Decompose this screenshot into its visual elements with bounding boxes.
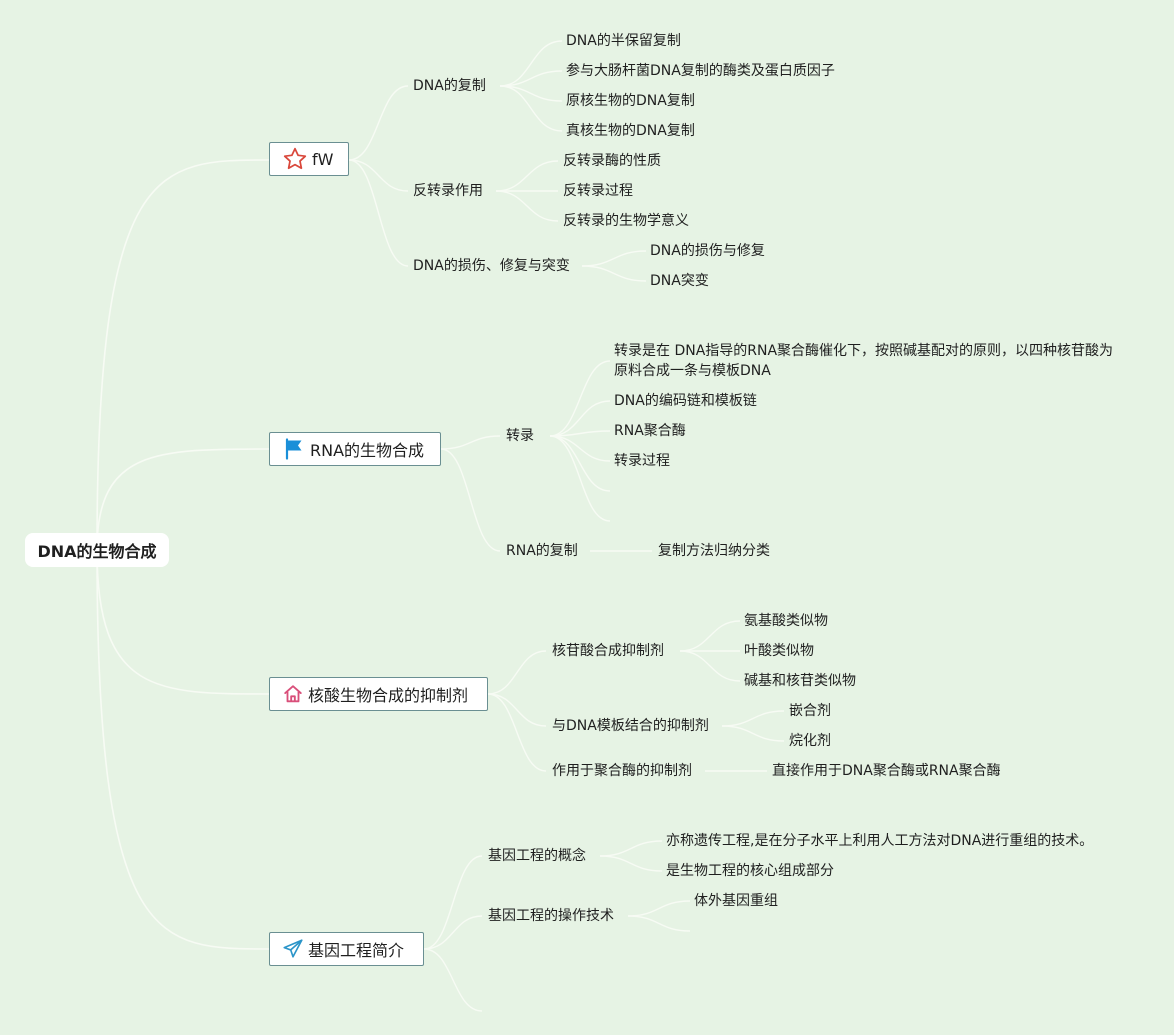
sub-topic[interactable]: 基因工程的概念: [488, 848, 586, 864]
leaf-topic[interactable]: 是生物工程的核心组成部分: [666, 863, 834, 879]
leaf-topic[interactable]: DNA的损伤与修复: [650, 243, 765, 259]
leaf-connector: [549, 435, 611, 522]
branch-connector: [423, 948, 483, 1012]
leaf-connector: [549, 360, 611, 437]
leaf-topic[interactable]: 直接作用于DNA聚合酶或RNA聚合酶: [772, 763, 1001, 779]
leaf-topic[interactable]: 反转录酶的性质: [563, 153, 661, 169]
branch-label: RNA的生物合成: [310, 441, 425, 460]
branch-node-inhibitors[interactable]: 核酸生物合成的抑制剂: [269, 677, 488, 711]
branch-connector: [348, 85, 409, 161]
branch-connector: [487, 650, 547, 695]
leaf-topic[interactable]: 烷化剂: [789, 733, 831, 749]
branch-connector: [440, 435, 501, 450]
branch-label: 核酸生物合成的抑制剂: [308, 686, 469, 705]
sub-topic[interactable]: 反转录作用: [413, 183, 483, 199]
flag-icon: [285, 438, 302, 460]
branch-label: 基因工程简介: [308, 941, 405, 960]
leaf-topic[interactable]: DNA突变: [650, 273, 709, 289]
sub-topic[interactable]: 作用于聚合酶的抑制剂: [552, 763, 692, 779]
root-connector: [96, 549, 270, 695]
leaf-connector: [495, 160, 559, 192]
leaf-connector: [499, 70, 563, 87]
leaf-topic[interactable]: 碱基和核苷类似物: [744, 673, 856, 689]
leaf-connector: [599, 840, 663, 857]
leaf-connector: [495, 190, 559, 222]
branch-connector: [348, 159, 409, 267]
leaf-topic[interactable]: RNA聚合酶: [614, 423, 686, 439]
sub-topic[interactable]: DNA的复制: [413, 78, 486, 94]
leaf-topic[interactable]: 参与大肠杆菌DNA复制的酶类及蛋白质因子: [566, 63, 835, 79]
root-connector: [96, 159, 270, 551]
leaf-connector: [627, 915, 691, 932]
root-node[interactable]: DNA的生物合成: [25, 533, 169, 567]
sub-topic[interactable]: 转录: [506, 428, 534, 444]
leaf-connector: [549, 400, 611, 437]
branch-connector: [487, 693, 547, 772]
leaf-topic[interactable]: 反转录的生物学意义: [563, 213, 689, 229]
star-icon: [283, 147, 307, 170]
leaf-connector: [581, 265, 647, 282]
leaf-connector: [499, 85, 563, 132]
leaf-connector: [581, 250, 647, 267]
branch-connector: [348, 159, 409, 192]
branch-connector: [440, 448, 501, 552]
sub-topic[interactable]: DNA的损伤、修复与突变: [413, 258, 570, 274]
leaf-connector: [721, 710, 785, 727]
branch-connector: [423, 915, 483, 950]
branch-label: fW: [312, 149, 334, 169]
leaf-topic[interactable]: 体外基因重组: [694, 893, 778, 909]
leaf-topic[interactable]: 原核生物的DNA复制: [566, 93, 695, 109]
sub-topic[interactable]: 与DNA模板结合的抑制剂: [552, 718, 709, 734]
leaf-connector: [721, 725, 785, 742]
leaf-topic[interactable]: 叶酸类似物: [744, 643, 814, 659]
branch-node-fw[interactable]: fW: [269, 142, 349, 176]
leaf-topic[interactable]: 反转录过程: [563, 183, 633, 199]
root-connector: [96, 549, 270, 950]
leaf-connector: [499, 40, 563, 87]
leaf-topic[interactable]: DNA的编码链和模板链: [614, 393, 757, 409]
leaf-topic[interactable]: 嵌合剂: [789, 703, 831, 719]
sub-topic[interactable]: 核苷酸合成抑制剂: [552, 643, 664, 659]
leaf-connector: [549, 435, 611, 492]
leaf-connector: [627, 900, 691, 917]
leaf-connector: [549, 430, 611, 437]
sub-topic[interactable]: RNA的复制: [506, 543, 578, 559]
leaf-topic[interactable]: DNA的半保留复制: [566, 33, 681, 49]
leaf-topic[interactable]: 转录过程: [614, 453, 670, 469]
leaf-topic[interactable]: 复制方法归纳分类: [658, 543, 770, 559]
leaf-connector: [679, 620, 741, 652]
leaf-topic[interactable]: 转录是在 DNA指导的RNA聚合酶催化下，按照碱基配对的原则，以四种核苷酸为原料…: [614, 343, 1114, 379]
leaf-topic[interactable]: 真核生物的DNA复制: [566, 123, 695, 139]
root-node-label: DNA的生物合成: [37, 542, 157, 561]
leaf-topic[interactable]: 氨基酸类似物: [744, 613, 828, 629]
branch-connector: [487, 693, 547, 727]
branch-node-rna-synthesis[interactable]: RNA的生物合成: [269, 432, 441, 466]
paper-plane-icon: [283, 939, 303, 958]
leaf-connector: [679, 650, 741, 682]
branch-connector: [423, 855, 483, 950]
sub-topic[interactable]: 基因工程的操作技术: [488, 908, 614, 924]
house-icon: [284, 685, 302, 703]
leaf-connector: [599, 855, 663, 872]
leaf-connector: [549, 435, 611, 462]
branch-node-genetic-engineering[interactable]: 基因工程简介: [269, 932, 424, 966]
root-connector: [96, 448, 270, 551]
leaf-topic[interactable]: 亦称遗传工程,是在分子水平上利用人工方法对DNA进行重组的技术。: [666, 833, 1094, 849]
